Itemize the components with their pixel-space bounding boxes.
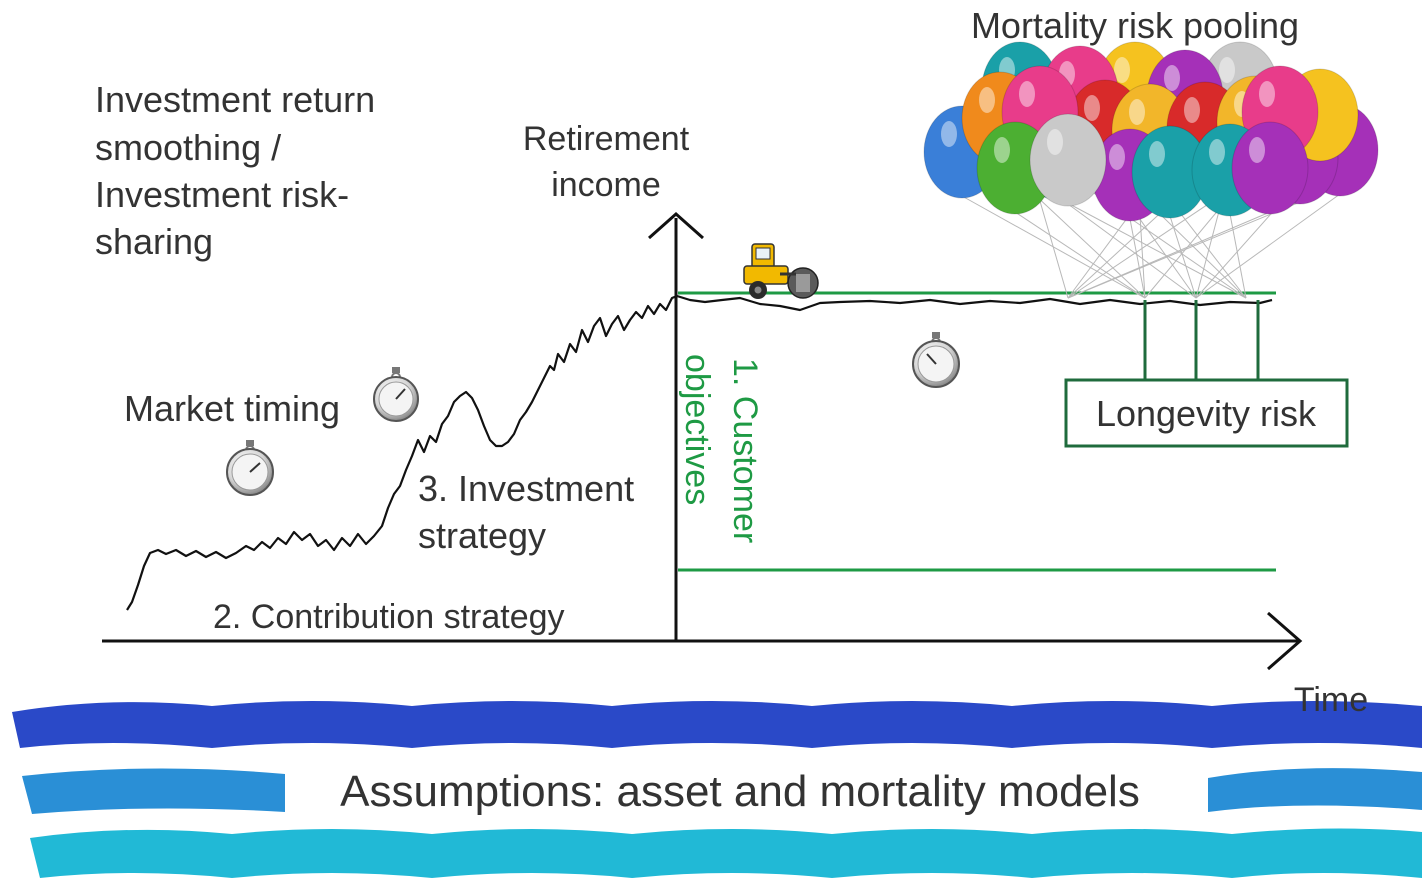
- investment-smoothing-line-3: Investment risk-: [95, 174, 349, 215]
- mortality-pooling-label: Mortality risk pooling: [971, 5, 1299, 46]
- longevity-risk-box: [1064, 378, 1349, 448]
- time-label: Time: [1294, 681, 1368, 719]
- customer-objectives-line-1: 1. Customer: [726, 358, 764, 543]
- income-axis-arrowhead: [648, 211, 704, 240]
- stopwatch-icon: [912, 332, 960, 388]
- stopwatch-icon: [226, 440, 274, 496]
- retirement-income-line-2: income: [551, 166, 661, 204]
- balloon-icon: [1231, 121, 1309, 215]
- wave-bottom: [30, 828, 1422, 878]
- balloon-string: [1067, 211, 1271, 299]
- investment-smoothing-line-4: sharing: [95, 221, 213, 262]
- objective-lines: [678, 291, 1276, 572]
- longevity-connectors: [1143, 300, 1260, 380]
- longevity-risk-label: Longevity risk: [1096, 393, 1317, 434]
- investment-smoothing-line-2: smoothing /: [95, 127, 281, 168]
- market-timing-label: Market timing: [124, 388, 340, 429]
- waves: [12, 701, 1422, 878]
- balloon-icon: [1029, 113, 1107, 207]
- customer-objectives-line-2: objectives: [678, 354, 716, 505]
- retirement-income-line-1: Retirement: [523, 120, 690, 158]
- balloon-string: [1169, 215, 1197, 299]
- investment-strategy-line-1: 3. Investment: [418, 468, 634, 509]
- investment-strategy-line-2: strategy: [418, 515, 546, 556]
- balloon-icon: [1131, 125, 1209, 219]
- balloon-string: [1067, 203, 1197, 299]
- balloon-string: [1059, 198, 1247, 299]
- time-axis-arrowhead: [1267, 611, 1303, 671]
- wave-middle-left: [22, 768, 285, 814]
- balloon-string: [961, 195, 1146, 299]
- investment-smoothing-line-1: Investment return: [95, 79, 375, 120]
- wave-middle-right: [1208, 768, 1422, 812]
- stopwatch-icon: [373, 367, 419, 422]
- balloon-cluster: [923, 41, 1379, 299]
- wave-top: [12, 701, 1422, 748]
- assumptions-box: [285, 748, 1208, 816]
- axes: [102, 211, 1303, 671]
- balloon-string: [1129, 218, 1146, 299]
- road-roller-icon: [743, 243, 819, 299]
- assumptions-label: Assumptions: asset and mortality models: [340, 767, 1140, 816]
- accumulation-path: [126, 294, 1273, 611]
- balloon-string: [1014, 211, 1146, 299]
- contribution-strategy-label: 2. Contribution strategy: [213, 598, 565, 636]
